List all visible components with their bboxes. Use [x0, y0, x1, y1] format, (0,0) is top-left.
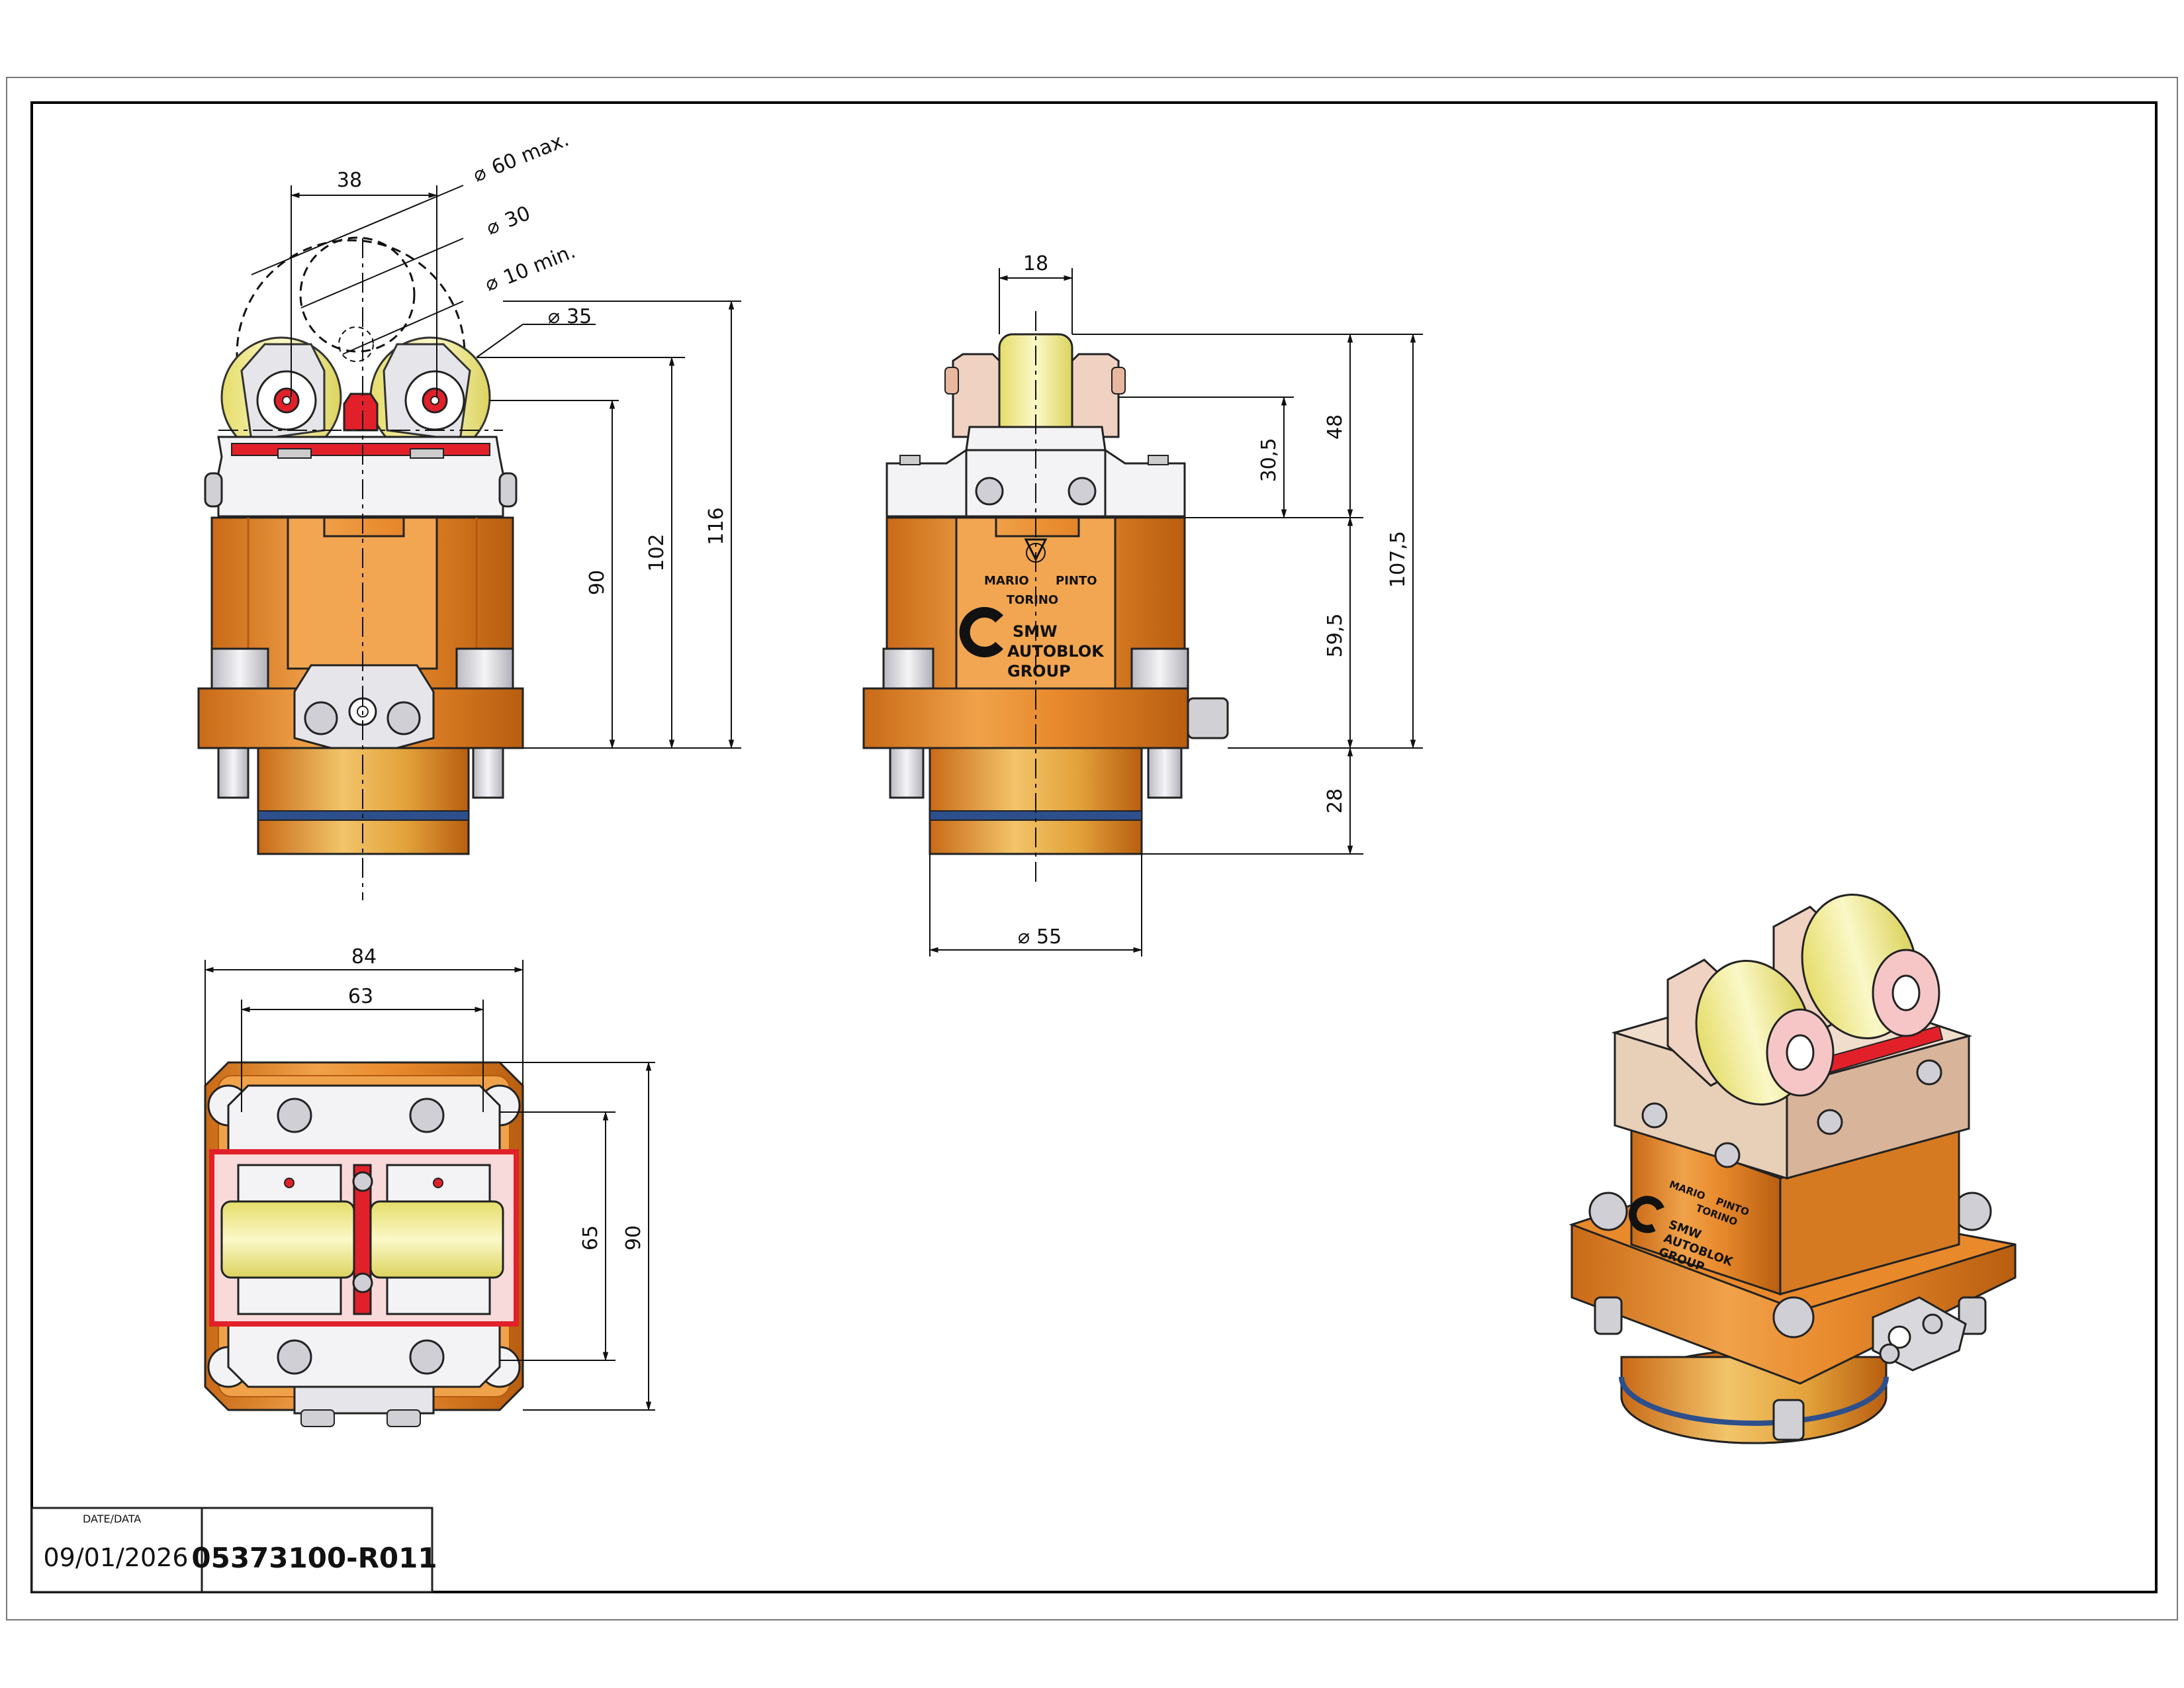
drawing-number: 05373100-R011 [191, 1542, 437, 1574]
top-roller-right [369, 1200, 504, 1279]
dim-dia-30: 30 [502, 202, 534, 233]
dim-dia-55: 55 [1036, 925, 1062, 949]
side-dimensions: 18 30,5 48 59,5 28 107,5 ⌀ 55 [929, 252, 1423, 957]
sheet-border [6, 77, 2178, 1620]
dim-dia-30-symbol: ⌀ [483, 214, 503, 240]
svg-text:PINTO: PINTO [1056, 574, 1097, 588]
dim-107-5: 107,5 [1387, 531, 1410, 588]
workpiece-30-circle [299, 236, 416, 353]
svg-text:GROUP: GROUP [1007, 662, 1071, 680]
drawing-date: 09/01/2026 [43, 1543, 188, 1572]
dim-dia-60: 60 max. [488, 128, 572, 179]
dim-48: 48 [1324, 414, 1347, 440]
dim-dia-35: 35 [567, 305, 592, 328]
dim-90-top: 90 [622, 1225, 645, 1250]
svg-text:AUTOBLOK: AUTOBLOK [1007, 642, 1105, 661]
dim-dia-60-symbol: ⌀ [470, 161, 490, 187]
dim-30-5: 30,5 [1257, 438, 1281, 483]
dim-18: 18 [1023, 252, 1048, 275]
iso-view: MARIO PINTO TORINO SMW AUTOBLOK GROUP [1569, 893, 2017, 1444]
dim-84: 84 [351, 945, 377, 968]
dim-dia-10: 10 min. [500, 240, 579, 289]
dim-dia-10-symbol: ⌀ [482, 270, 502, 296]
svg-text:SMW: SMW [1013, 622, 1058, 641]
dim-116: 116 [705, 507, 728, 545]
dim-dia-55-symbol: ⌀ [1018, 925, 1030, 949]
dim-90-front: 90 [586, 570, 609, 595]
dim-65: 65 [579, 1225, 602, 1250]
side-flange [862, 687, 1189, 749]
dim-63: 63 [348, 985, 373, 1008]
side-logo: MARIO PINTO TORINO SMW AUTOBLOK GROUP [959, 538, 1105, 680]
top-roller-left [220, 1200, 355, 1279]
smw-c-icon [959, 607, 1003, 657]
date-label: DATE/DATA [83, 1513, 141, 1525]
dim-dia-35-symbol: ⌀ [548, 305, 560, 328]
dim-28: 28 [1324, 788, 1347, 814]
side-view: MARIO PINTO TORINO SMW AUTOBLOK GROUP [862, 311, 1229, 887]
title-block: DATE/DATA 09/01/2026 05373100-R011 [30, 1507, 437, 1593]
center-stop [343, 393, 379, 432]
dim-59-5: 59,5 [1324, 614, 1347, 658]
svg-text:MARIO: MARIO [984, 574, 1029, 588]
top-dimensions: 84 63 65 90 [204, 945, 655, 1411]
front-view [197, 236, 524, 900]
svg-text:TORINO: TORINO [1007, 593, 1059, 607]
dim-102: 102 [645, 534, 668, 571]
workpiece-min-circle [338, 326, 374, 362]
top-view [204, 1061, 524, 1427]
dim-38: 38 [337, 169, 362, 192]
